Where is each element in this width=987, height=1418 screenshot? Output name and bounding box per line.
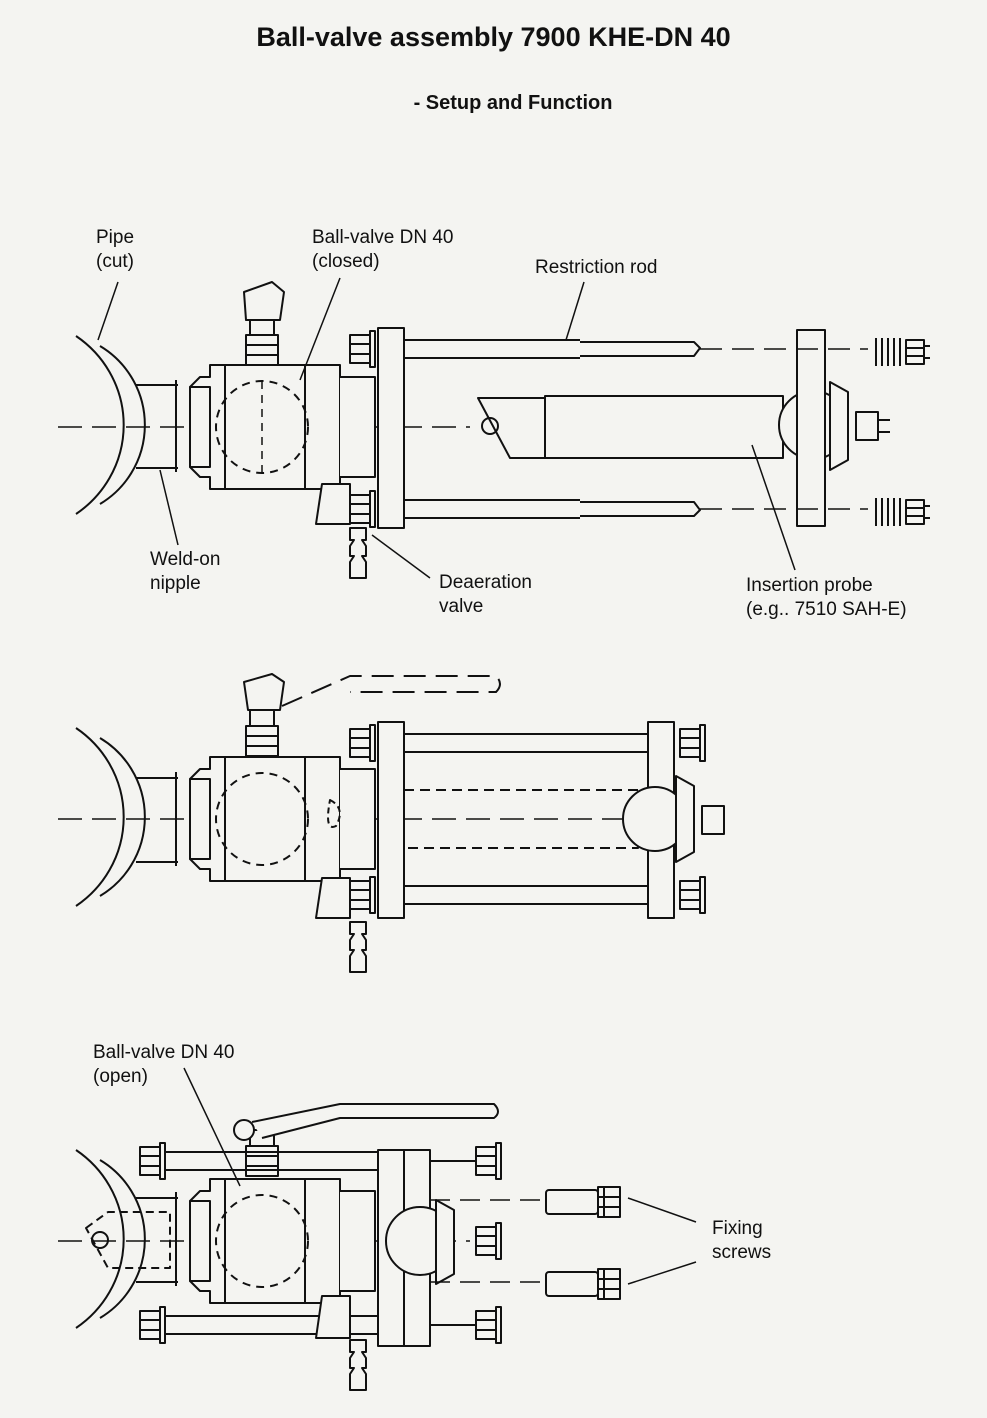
label-insertion-probe: Insertion probe(e.g.. 7510 SAH-E) — [746, 575, 907, 620]
label-ball-valve-open: Ball-valve DN 40(open) — [93, 1042, 235, 1087]
figure-1-closed-valve — [58, 277, 931, 579]
figure-3-open-valve — [58, 1067, 697, 1391]
label-pipe: Pipe(cut) — [96, 227, 135, 272]
figure-2-inserting-probe — [58, 673, 725, 973]
page-title: Ball-valve assembly 7900 KHE-DN 40 — [256, 22, 731, 52]
label-restriction-rod: Restriction rod — [535, 257, 658, 278]
page-subtitle: - Setup and Function — [413, 92, 613, 114]
label-ball-valve-closed: Ball-valve DN 40(closed) — [312, 227, 454, 272]
